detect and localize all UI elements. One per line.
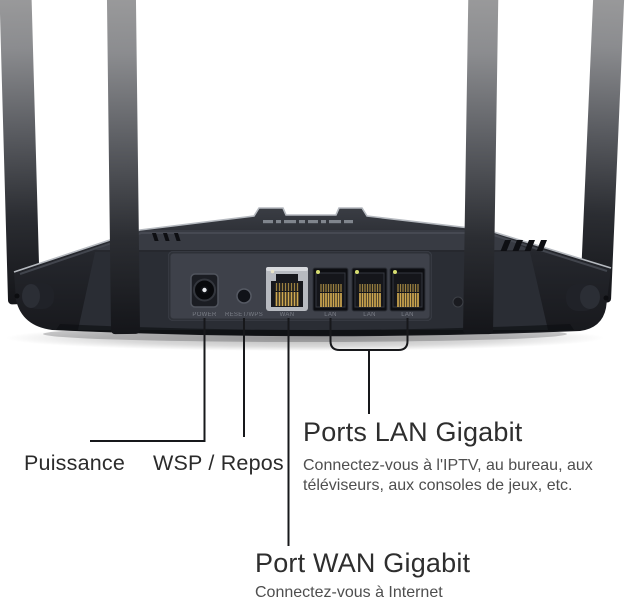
antenna-hinge-right (566, 284, 609, 311)
lan-port-3 (389, 267, 426, 312)
vent-slits (152, 233, 547, 251)
reset-port-label: RESET/WPS (225, 312, 263, 318)
lan2-port-label: LAN (363, 312, 376, 318)
antenna-left-inner-icon (106, 0, 140, 335)
screw-right (452, 296, 464, 308)
brand-marks (263, 220, 353, 224)
callout-line-power (90, 318, 206, 442)
wps-annotation-label: WSP / Repos (153, 451, 284, 475)
lan-led-icon (355, 270, 359, 274)
power-jack (190, 273, 219, 308)
lan3-port-label: LAN (401, 312, 414, 318)
power-port-label: POWER (192, 312, 217, 318)
wan-section-description: Connectez-vous à Internet (255, 584, 443, 601)
antenna-right-outer-icon (580, 0, 625, 303)
lan-port-2 (351, 267, 388, 312)
port-panel: POWER RESET/WPS WAN LAN LAN LAN (168, 251, 432, 321)
lan-led-icon (316, 270, 320, 274)
lan-section-description: Connectez-vous à l'IPTV, au bureau, aux … (303, 456, 593, 495)
reset-wps-button (236, 288, 252, 304)
power-annotation-label: Puissance (24, 451, 125, 475)
lan-description-line2: téléviseurs, aux consoles de jeux, etc. (303, 476, 573, 494)
wan-section-title: Port WAN Gigabit (255, 548, 471, 578)
wan-port (266, 267, 308, 311)
lan-led-icon (393, 270, 397, 274)
wan-led-icon (270, 269, 275, 274)
antenna-hinge-left (14, 283, 54, 309)
antenna-right-inner-icon (463, 0, 499, 335)
wan-port-label: WAN (280, 312, 295, 318)
antenna-left-outer-icon (0, 0, 40, 305)
lan1-port-label: LAN (324, 312, 337, 318)
lan-port-1 (312, 267, 349, 312)
lan-section-title: Ports LAN Gigabit (303, 417, 523, 447)
lan-description-line1: Connectez-vous à l'IPTV, au bureau, aux (303, 457, 593, 474)
